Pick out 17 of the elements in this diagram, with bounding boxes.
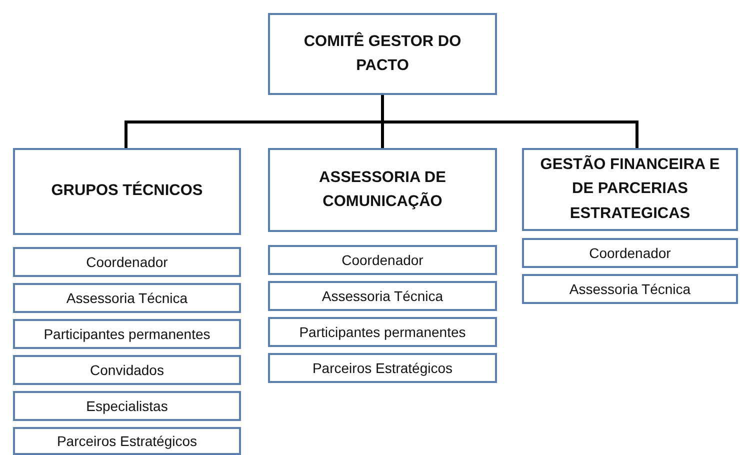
role-box: Assessoria Técnica (13, 283, 241, 313)
role-box: Coordenador (522, 238, 738, 268)
unit-box: GESTÃO FINANCEIRA E DE PARCERIAS ESTRATEGICAS (522, 148, 738, 231)
role-box: Parceiros Estratégicos (268, 353, 497, 383)
role-box: Convidados (13, 355, 241, 385)
unit-box: GRUPOS TÉCNICOS (13, 148, 241, 235)
role-box: Coordenador (13, 247, 241, 277)
role-box: Parceiros Estratégicos (13, 427, 241, 455)
unit-box: ASSESSORIA DE COMUNICAÇÃO (268, 148, 497, 232)
role-box: Assessoria Técnica (522, 274, 738, 304)
role-box: Participantes permanentes (268, 317, 497, 347)
role-box: Assessoria Técnica (268, 281, 497, 311)
unit-box: COMITÊ GESTOR DO PACTO (268, 13, 497, 95)
role-box: Coordenador (268, 245, 497, 275)
role-box: Especialistas (13, 391, 241, 421)
connector-line (381, 95, 638, 148)
role-box: Participantes permanentes (13, 319, 241, 349)
